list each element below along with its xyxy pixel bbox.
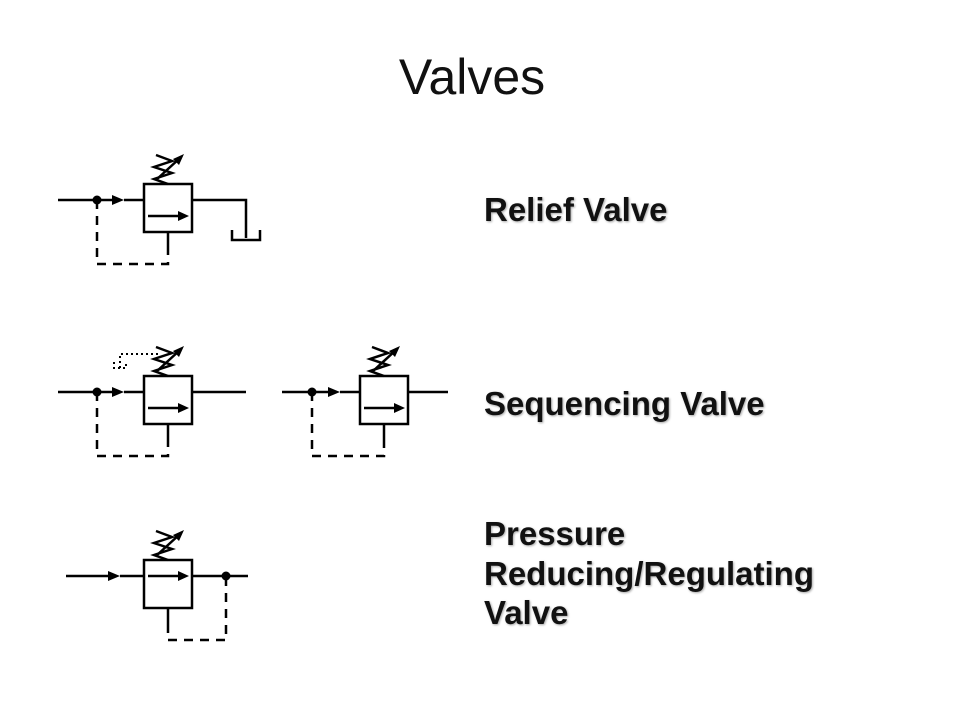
slide-title: Valves — [398, 49, 546, 105]
relief-valve-icon — [58, 152, 262, 266]
pressure-reducing-valve-label: Pressure Reducing/Regulating Valve — [484, 514, 814, 633]
pressure-reducing-label-line2: Reducing/Regulating — [484, 554, 814, 592]
relief-valve-label: Relief Valve — [484, 191, 668, 228]
sequencing-valve-label: Sequencing Valve — [484, 385, 765, 422]
sequencing-valve-icon-external — [58, 344, 246, 458]
pressure-reducing-valve-icon — [66, 528, 248, 642]
pressure-reducing-label-line1: Pressure — [484, 515, 626, 552]
pressure-reducing-label-line3: Valve — [484, 594, 569, 632]
sequencing-valve-icon-internal — [282, 344, 448, 458]
